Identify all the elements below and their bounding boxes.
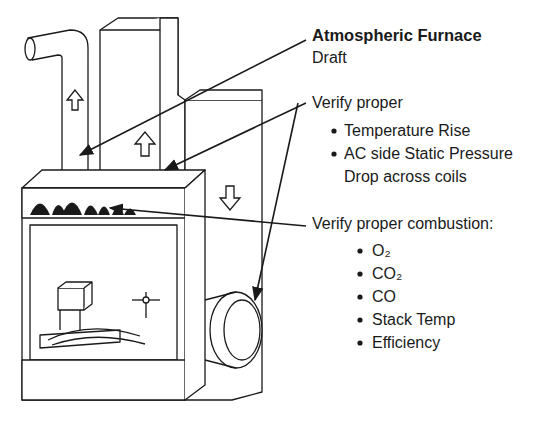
- label-text: Verify proper combustion:: [312, 212, 493, 235]
- label-text: Verify proper: [312, 91, 403, 114]
- heading: Atmospheric Furnace: [312, 24, 482, 47]
- bullet-item: CO₂: [372, 262, 402, 285]
- label-text: Draft: [312, 46, 347, 69]
- bullet-item: CO: [372, 285, 396, 308]
- bullet-item: AC side Static Pressure Drop across coil…: [344, 142, 544, 188]
- bullet-item: O₂: [372, 239, 391, 262]
- bullet-item: Stack Temp: [372, 308, 455, 331]
- bullet-item: Temperature Rise: [344, 119, 470, 142]
- bullet-item: Efficiency: [372, 331, 440, 354]
